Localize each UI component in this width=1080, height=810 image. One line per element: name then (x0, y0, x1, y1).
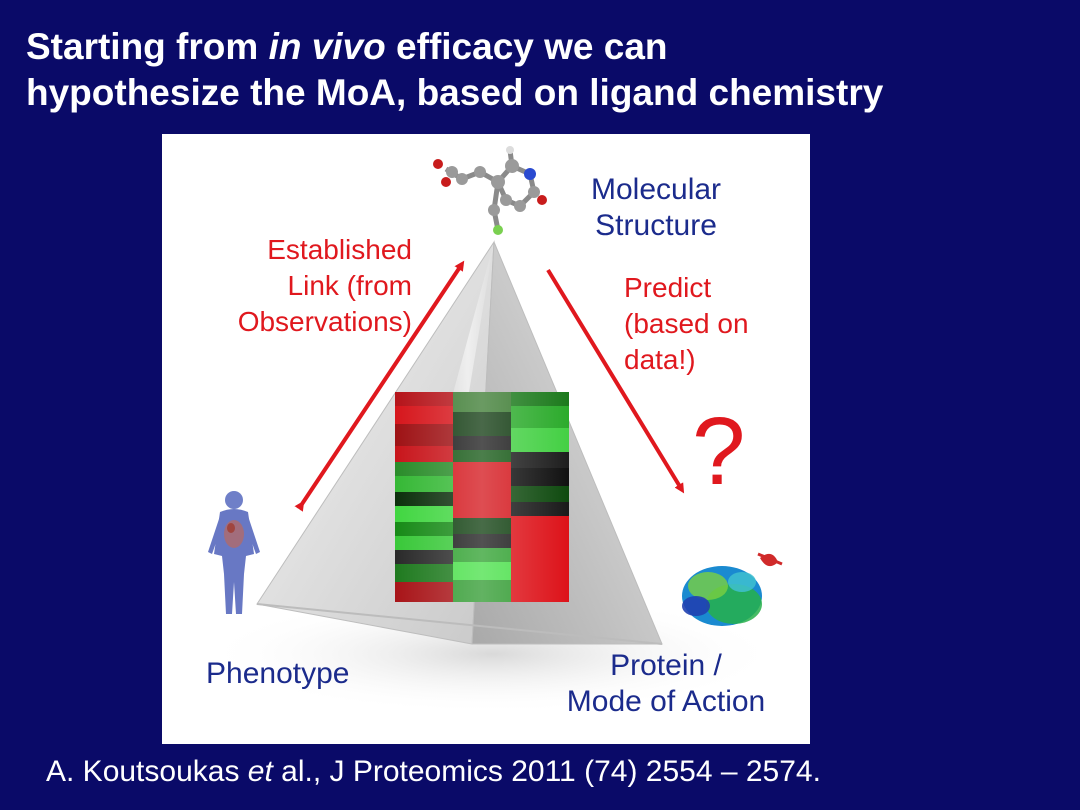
molecule-model (433, 146, 547, 235)
slide-title: Starting from in vivo efficacy we can hy… (26, 24, 1071, 116)
title-text-2: efficacy we can (385, 26, 668, 67)
human-figure (208, 491, 260, 614)
label-predict: Predict (based on data!) (624, 270, 749, 378)
pyramid-figure: Molecular Structure Established Link (fr… (162, 134, 810, 744)
predict-arrow (546, 268, 685, 494)
label-established: Established (267, 234, 412, 265)
label-protein-moa: Protein / Mode of Action (542, 648, 790, 720)
label-observations: Observations) (237, 306, 412, 337)
label-predict-2: (based on (624, 308, 749, 339)
title-line-1: Starting from in vivo efficacy we can (26, 24, 1071, 70)
title-line-2: hypothesize the MoA, based on ligand che… (26, 72, 884, 113)
question-mark: ? (692, 398, 746, 505)
citation-author: A. Koutsoukas (46, 755, 248, 788)
label-established-link: Established Link (from Observations) (206, 232, 412, 340)
label-phenotype: Phenotype (206, 657, 350, 690)
established-link-arrow (294, 260, 465, 512)
protein-structure (682, 552, 783, 626)
label-link-from: Link (from (287, 270, 412, 301)
label-protein: Protein / (610, 649, 722, 682)
label-mode-of-action: Mode of Action (566, 685, 766, 718)
label-molecular-structure: Molecular Structure (591, 172, 721, 244)
citation: A. Koutsoukas et al., J Proteomics 2011 … (46, 752, 821, 792)
citation-et: et (247, 755, 273, 788)
pyramid-front-edge (256, 603, 663, 645)
label-molecular: Molecular (591, 173, 722, 206)
pyramid-illustration (202, 146, 783, 714)
label-predict-1: Predict (624, 272, 712, 303)
citation-rest: al., J Proteomics 2011 (74) 2554 – 2574. (272, 755, 821, 788)
heatmap (395, 392, 569, 602)
label-structure: Structure (595, 209, 717, 242)
label-predict-3: data!) (624, 344, 696, 375)
title-italic: in vivo (268, 26, 386, 67)
title-text-1: Starting from (26, 26, 269, 67)
